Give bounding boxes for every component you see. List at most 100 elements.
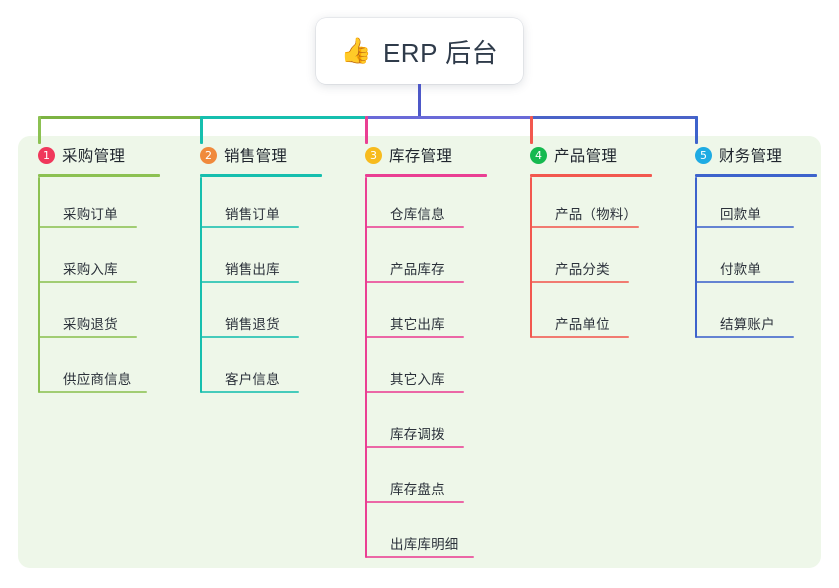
- list-item[interactable]: 库存盘点: [366, 452, 505, 507]
- column-5: 5 财务管理回款单付款单结算账户: [675, 142, 835, 342]
- root-node-card[interactable]: 👍 ERP 后台: [316, 18, 523, 84]
- list-item[interactable]: 产品单位: [531, 287, 670, 342]
- branch-drop-3: [365, 116, 368, 144]
- list-item-underline: [201, 336, 299, 338]
- column-badge-icon: 4: [530, 146, 547, 164]
- list-item[interactable]: 采购订单: [39, 177, 178, 232]
- column-4: 4 产品管理产品（物料） 产品分类产品单位: [510, 142, 670, 342]
- list-item-label: 采购订单: [63, 207, 118, 222]
- branch-drop-2: [200, 116, 203, 144]
- bus-segment-1: [39, 116, 201, 119]
- list-item[interactable]: 仓库信息: [366, 177, 505, 232]
- list-item-label: 供应商信息: [63, 372, 132, 387]
- list-item-underline: [201, 226, 299, 228]
- list-item[interactable]: 出库库明细: [366, 507, 505, 562]
- list-item[interactable]: 其它出库: [366, 287, 505, 342]
- list-item-underline: [39, 391, 147, 393]
- list-item-underline: [531, 336, 629, 338]
- list-item-underline: [39, 226, 137, 228]
- column-items: 回款单付款单结算账户: [695, 177, 835, 342]
- list-item-underline: [201, 391, 299, 393]
- list-item-label: 其它出库: [390, 317, 445, 332]
- list-item-label: 产品（物料）: [555, 207, 638, 222]
- column-title: 采购管理: [62, 148, 126, 165]
- column-underline: [38, 174, 160, 177]
- list-item-label: 结算账户: [720, 317, 775, 332]
- column-underline: [530, 174, 652, 177]
- column-badge-icon: 1: [38, 146, 55, 164]
- list-item-underline: [531, 226, 639, 228]
- column-header-5[interactable]: 5 财务管理: [675, 142, 835, 168]
- column-header-1[interactable]: 1 采购管理: [18, 142, 178, 168]
- list-item-underline: [366, 391, 464, 393]
- bus-segment-2: [201, 116, 366, 119]
- column-header-2[interactable]: 2 销售管理: [180, 142, 340, 168]
- list-item[interactable]: 客户信息: [201, 342, 340, 397]
- column-items: 仓库信息产品库存其它出库其它入库库存调拨库存盘点出库库明细: [365, 177, 505, 562]
- branch-drop-4: [530, 116, 533, 144]
- column-title: 销售管理: [224, 148, 288, 165]
- column-underline: [365, 174, 487, 177]
- thumbs-up-icon: 👍: [340, 36, 372, 65]
- list-item-label: 销售退货: [225, 317, 280, 332]
- root-node-title: ERP 后台: [382, 37, 499, 68]
- list-item[interactable]: 供应商信息: [39, 342, 178, 397]
- list-item-underline: [39, 281, 137, 283]
- column-title: 财务管理: [719, 148, 783, 165]
- column-underline: [695, 174, 817, 177]
- list-item-underline: [366, 336, 464, 338]
- column-items: 销售订单销售出库销售退货客户信息: [200, 177, 340, 397]
- column-badge-icon: 2: [200, 146, 217, 164]
- list-item-underline: [696, 226, 794, 228]
- list-item[interactable]: 产品（物料）: [531, 177, 670, 232]
- list-item-underline: [531, 281, 629, 283]
- column-underline: [200, 174, 322, 177]
- column-stem: [200, 177, 202, 393]
- branch-drop-1: [38, 116, 41, 144]
- list-item-label: 销售出库: [225, 262, 280, 277]
- list-item-underline: [201, 281, 299, 283]
- column-items: 产品（物料） 产品分类产品单位: [530, 177, 670, 342]
- list-item-label: 仓库信息: [390, 207, 445, 222]
- trunk-connector: [418, 84, 421, 118]
- list-item[interactable]: 销售退货: [201, 287, 340, 342]
- column-items: 采购订单采购入库采购退货供应商信息: [38, 177, 178, 397]
- column-header-4[interactable]: 4 产品管理: [510, 142, 670, 168]
- list-item-label: 采购入库: [63, 262, 118, 277]
- column-stem: [530, 177, 532, 338]
- column-1: 1 采购管理采购订单采购入库采购退货供应商信息: [18, 142, 178, 397]
- list-item-label: 产品分类: [555, 262, 610, 277]
- list-item-label: 产品单位: [555, 317, 610, 332]
- list-item-label: 出库库明细: [390, 537, 459, 552]
- list-item[interactable]: 付款单: [696, 232, 835, 287]
- list-item-underline: [366, 446, 464, 448]
- list-item[interactable]: 采购入库: [39, 232, 178, 287]
- list-item-label: 客户信息: [225, 372, 280, 387]
- list-item[interactable]: 产品库存: [366, 232, 505, 287]
- bus-segment-4: [531, 116, 698, 119]
- list-item-underline: [366, 501, 464, 503]
- list-item[interactable]: 采购退货: [39, 287, 178, 342]
- list-item[interactable]: 销售订单: [201, 177, 340, 232]
- list-item-underline: [366, 556, 474, 558]
- list-item-label: 库存调拨: [390, 427, 445, 442]
- list-item-underline: [366, 281, 464, 283]
- modules-panel: [18, 136, 821, 568]
- list-item-label: 付款单: [720, 262, 762, 277]
- list-item-label: 采购退货: [63, 317, 118, 332]
- column-badge-icon: 3: [365, 146, 382, 164]
- list-item-underline: [366, 226, 464, 228]
- list-item[interactable]: 结算账户: [696, 287, 835, 342]
- column-badge-icon: 5: [695, 146, 712, 164]
- list-item[interactable]: 产品分类: [531, 232, 670, 287]
- column-stem: [38, 177, 40, 393]
- list-item[interactable]: 销售出库: [201, 232, 340, 287]
- list-item[interactable]: 回款单: [696, 177, 835, 232]
- list-item[interactable]: 其它入库: [366, 342, 505, 397]
- list-item[interactable]: 库存调拨: [366, 397, 505, 452]
- branch-drop-5: [695, 116, 698, 144]
- column-title: 产品管理: [554, 148, 618, 165]
